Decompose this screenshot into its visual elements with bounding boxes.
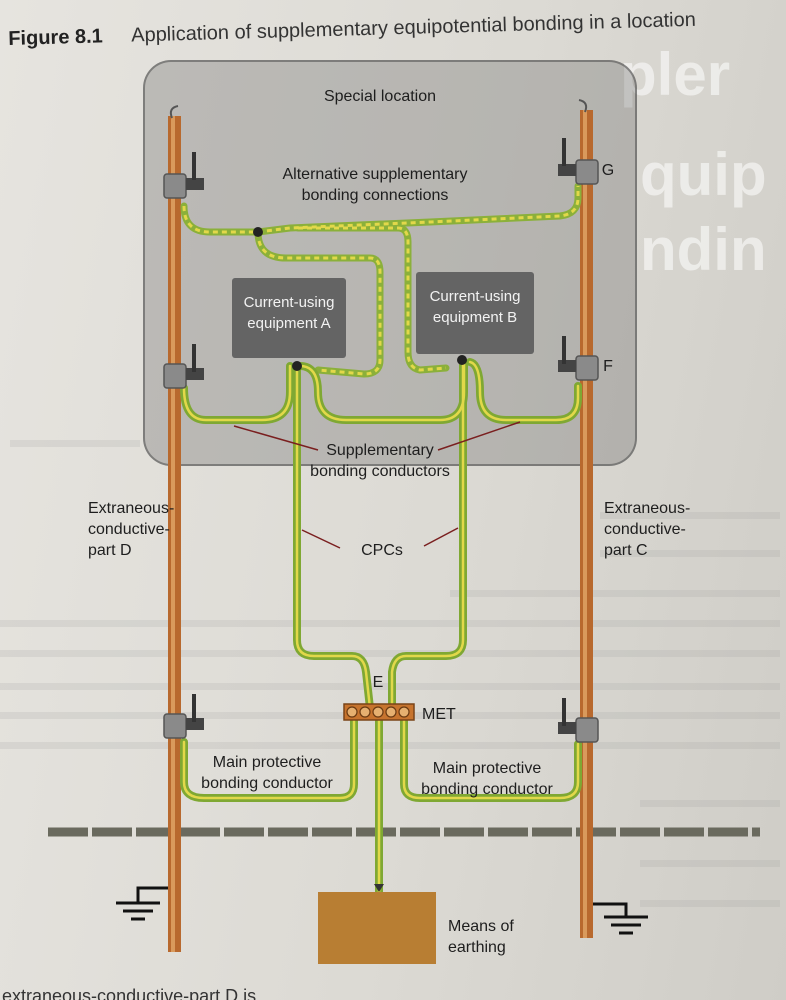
ghost-line	[600, 550, 780, 557]
ghost-line	[0, 650, 780, 657]
means-of-earthing-label: Means of earthing	[448, 918, 514, 956]
clamp-d-lower	[163, 344, 204, 389]
met-label: MET	[422, 706, 456, 723]
main-bonding-left-label: Main protective bonding conductor	[201, 754, 333, 792]
ghost-line	[0, 742, 780, 749]
clamp-d-upper	[163, 152, 204, 199]
pipe-c-top-wire	[578, 99, 588, 113]
ghost-heading-1: pler	[620, 41, 731, 108]
clamp-d-main	[163, 694, 204, 739]
equipment-a: Current-using equipment A	[232, 278, 346, 358]
met-terminal-bar	[343, 703, 415, 721]
special-location-area	[143, 60, 637, 466]
clamp-g	[558, 138, 599, 185]
equipment-b-label: Current-using equipment B	[429, 288, 521, 326]
part-c-label: Extraneous-conductive-part C	[604, 500, 691, 559]
ghost-line	[0, 620, 780, 627]
main-bonding-right-label: Main protective bonding conductor	[421, 760, 553, 798]
supplementary-bonding-label: Supplementary bonding conductors	[310, 442, 450, 480]
part-d-label: Extraneous-conductive-part D	[88, 500, 175, 559]
alternative-bonding-connections	[180, 182, 582, 378]
pipe-d	[168, 116, 181, 952]
earth-symbol-left	[116, 886, 168, 921]
ghost-line	[10, 440, 140, 447]
e-label: E	[372, 674, 384, 691]
g-label: G	[601, 162, 615, 179]
ghost-line	[600, 512, 780, 519]
ghost-line	[640, 860, 780, 867]
pipe-c	[580, 110, 593, 938]
ghost-heading-3: ndin	[640, 216, 767, 283]
bonding-conductors	[180, 355, 582, 896]
f-label: F	[603, 358, 613, 375]
pipe-d-top-wire	[169, 105, 179, 119]
equipment-b: Current-using equipment B	[416, 272, 534, 354]
leader-lines	[233, 421, 521, 549]
clamp-f	[558, 336, 599, 381]
cpcs-label: CPCs	[361, 542, 403, 559]
means-of-earthing-block	[318, 892, 436, 964]
equipment-a-label: Current-using equipment A	[243, 294, 335, 332]
earth-symbol-right	[593, 902, 648, 935]
ghost-line	[640, 800, 780, 807]
ghost-line	[450, 590, 780, 597]
footer-text: extraneous-conductive-part D is	[2, 986, 257, 1000]
ghost-heading-2: quip	[640, 141, 767, 208]
alternative-bonding-label: Alternative supplementary bonding connec…	[282, 166, 468, 204]
clamp-c-main	[558, 698, 599, 743]
ghost-line	[640, 900, 780, 907]
special-location-label: Special location	[323, 88, 437, 105]
